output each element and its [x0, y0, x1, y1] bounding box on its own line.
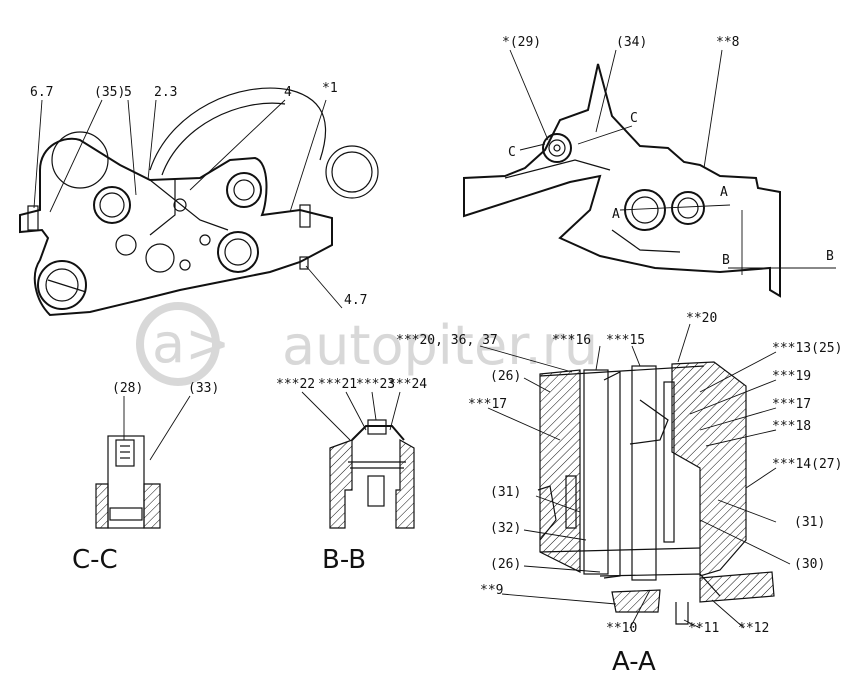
view-top-left-drawing [19, 87, 379, 317]
label-20: **20 [686, 311, 717, 326]
label-31-left: (31) [490, 485, 521, 500]
label-23: ***23 [356, 377, 395, 392]
section-cc-title: C-C [72, 545, 118, 575]
label-33: (33) [188, 381, 219, 396]
label-6-7: 6.7 [30, 85, 53, 100]
label-15: ***15 [606, 333, 645, 348]
label-35: (35) [94, 85, 125, 100]
section-bb-title: B-B [322, 545, 366, 575]
section-mark-a-left: A [612, 207, 620, 222]
label-17-right: ***17 [772, 397, 811, 412]
label-16: ***16 [552, 333, 591, 348]
watermark-mark: a> [152, 312, 230, 375]
view-top-left-labels: 6.7 (35) 5 2.3 4 *1 4.7 [30, 81, 367, 308]
label-20-36-37: ***20, 36, 37 [396, 333, 498, 348]
label-14-27: ***14(27) [772, 457, 842, 472]
label-4: 4 [284, 85, 292, 100]
label-10: **10 [606, 621, 637, 636]
section-bb-drawing [301, 391, 415, 529]
watermark: a> autopiter.ru [136, 302, 598, 386]
section-aa-title: A-A [612, 647, 656, 677]
section-mark-b-right: B [826, 249, 834, 264]
section-mark-c-right: C [630, 111, 638, 126]
label-22: ***22 [276, 377, 315, 392]
label-18: ***18 [772, 419, 811, 434]
label-17-left: ***17 [468, 397, 507, 412]
label-26-bottom: (26) [490, 557, 521, 572]
label-13-25: ***13(25) [772, 341, 842, 356]
label-31-right: (31) [794, 515, 825, 530]
label-1: *1 [322, 81, 338, 96]
section-mark-a-right: A [720, 185, 728, 200]
label-11: **11 [688, 621, 719, 636]
label-29: *(29) [502, 35, 541, 50]
label-26-top: (26) [490, 369, 521, 384]
section-cc-drawing [95, 395, 191, 529]
view-top-right-labels: *(29) (34) **8 C C A A B B [502, 35, 834, 268]
watermark-text: autopiter.ru [282, 314, 598, 377]
section-bb-labels: ***22 ***21 ***23 ***24 B-B [276, 377, 427, 575]
label-30: (30) [794, 557, 825, 572]
label-19: ***19 [772, 369, 811, 384]
label-34: (34) [616, 35, 647, 50]
section-aa-labels: ***20, 36, 37 ***16 ***15 **20 ***13(25)… [396, 311, 842, 677]
section-mark-c-left: C [508, 145, 516, 160]
label-32: (32) [490, 521, 521, 536]
view-top-right-drawing [463, 49, 836, 298]
label-2-3: 2.3 [154, 85, 177, 100]
label-8: **8 [716, 35, 739, 50]
label-9: **9 [480, 583, 503, 598]
section-mark-b-left: B [722, 253, 730, 268]
label-21: ***21 [318, 377, 357, 392]
label-28: (28) [112, 381, 143, 396]
label-4-7: 4.7 [344, 293, 367, 308]
label-12: **12 [738, 621, 769, 636]
section-cc-labels: (28) (33) C-C [72, 381, 219, 575]
label-24: ***24 [388, 377, 427, 392]
label-5: 5 [124, 85, 132, 100]
section-aa-drawing [479, 323, 791, 629]
